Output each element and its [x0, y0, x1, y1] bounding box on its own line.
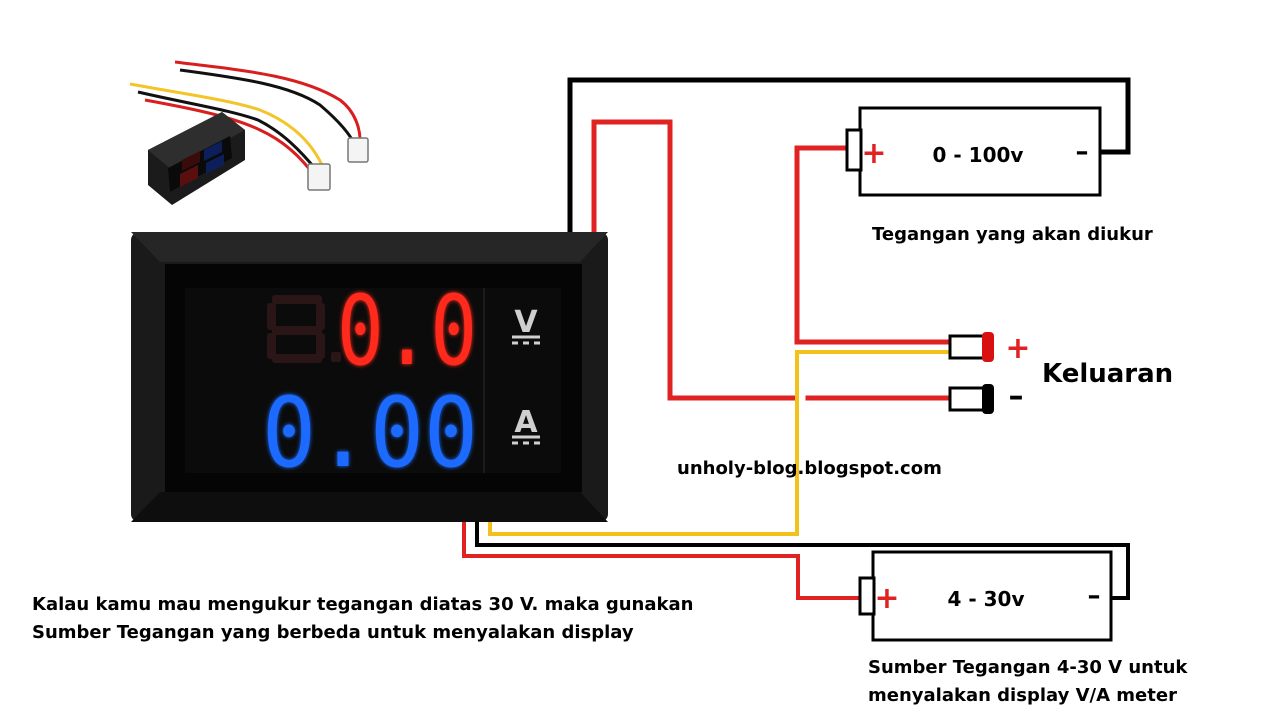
instruction-note-line-1: Kalau kamu mau mengukur tegangan diatas … [32, 594, 694, 615]
instruction-note: Kalau kamu mau mengukur tegangan diatas … [32, 591, 693, 647]
wire-yellow [488, 350, 952, 536]
instruction-note-line-2: Sumber Tegangan yang berbeda untuk menya… [32, 622, 634, 643]
output-label: Keluaran [1042, 359, 1173, 389]
output-plus: + [1005, 331, 1030, 366]
module-photo [129, 60, 369, 205]
unit-amp: A [514, 405, 538, 440]
wire-red-output [794, 145, 953, 345]
battery-measure-minus: – [1076, 137, 1089, 167]
va-meter: 0.0 0.00 V A [131, 232, 608, 522]
battery-power-caption-line-1: Sumber Tegangan 4-30 V untuk [868, 657, 1188, 678]
battery-power-caption: Sumber Tegangan 4-30 V untuk menyalakan … [868, 654, 1187, 710]
battery-measure-label: 0 - 100v [933, 143, 1024, 167]
dc-symbol-volt [512, 335, 540, 345]
wire-black-power [475, 520, 1130, 600]
battery-power-label: 4 - 30v [947, 587, 1024, 611]
wires [462, 77, 1131, 600]
unit-volt: V [514, 305, 538, 340]
watermark: unholy-blog.blogspot.com [677, 458, 942, 479]
wire-black-measure [567, 77, 1131, 235]
battery-measure-plus: + [861, 136, 886, 171]
ghost-digit [267, 295, 341, 363]
battery-measure: + 0 - 100v – [845, 106, 1102, 197]
display-current: 0.00 [262, 377, 478, 489]
display-voltage: 0.0 [337, 275, 477, 387]
battery-power-minus: – [1088, 581, 1101, 611]
wire-red-power [462, 520, 864, 600]
wire-red-measure-sense [591, 119, 798, 401]
battery-measure-caption: Tegangan yang akan diukur [872, 224, 1153, 245]
battery-power-caption-line-2: menyalakan display V/A meter [868, 685, 1177, 706]
output-terminals: + – [948, 331, 1031, 414]
dc-symbol-amp [512, 435, 540, 445]
battery-power: + 4 - 30v – [858, 550, 1113, 642]
output-minus: – [1009, 379, 1024, 414]
battery-power-plus: + [874, 581, 899, 616]
